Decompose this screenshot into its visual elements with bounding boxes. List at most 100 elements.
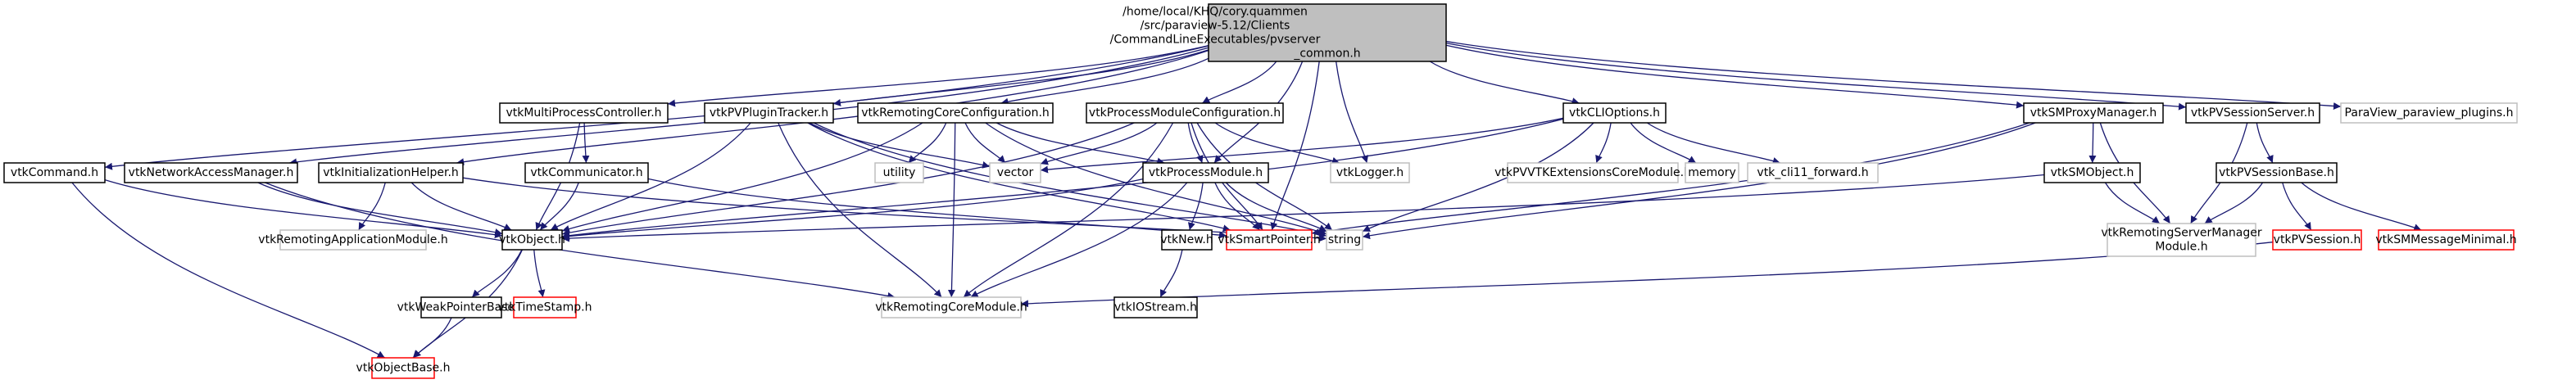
- node-box: [1507, 162, 1679, 183]
- node-new[interactable]: vtkNew.h: [1160, 229, 1213, 251]
- node-pvs: vtkPVSession.h: [2272, 229, 2362, 251]
- edge-nam-to-obj: [257, 182, 503, 236]
- edge-pm-to-rcm: [970, 182, 1188, 298]
- node-label: _common.h: [1293, 47, 1360, 61]
- node-cli[interactable]: vtkCLIOptions.h: [1562, 102, 1667, 124]
- edge-ih-to-obj: [410, 182, 512, 231]
- node-label: Module.h: [2155, 241, 2207, 254]
- node-obj[interactable]: vtkObject.h: [499, 229, 565, 251]
- node-box: [3, 162, 106, 183]
- node-box: [1226, 229, 1313, 251]
- edge-rcc-to-string: [985, 122, 1327, 236]
- edge-rcc-to-vector: [964, 122, 1006, 164]
- node-label: vtkTimeStamp.h: [498, 301, 592, 314]
- node-label: vtkWeakPointerBase.h: [397, 301, 526, 314]
- node-box: [524, 162, 649, 183]
- edge-obj-to-wpb: [471, 249, 523, 298]
- node-root[interactable]: /home/local/KHQ/cory.quammen/src/paravie…: [1110, 3, 1447, 62]
- node-ios[interactable]: vtkIOStream.h: [1113, 296, 1198, 318]
- edge-pvss-to-pvsb: [2256, 122, 2274, 164]
- node-pvpt[interactable]: vtkPVPluginTracker.h: [704, 102, 834, 124]
- node-box: [2023, 102, 2164, 124]
- edge-pvpt-to-vector: [809, 122, 991, 169]
- node-wpb[interactable]: vtkWeakPointerBase.h: [397, 296, 526, 318]
- node-label: vtkPVSessionServer.h: [2191, 106, 2315, 120]
- node-label: vtkSMMessageMinimal.h: [2375, 233, 2516, 246]
- node-comm[interactable]: vtkCommunicator.h: [524, 162, 649, 183]
- node-label: vtkMultiProcessController.h: [506, 106, 661, 120]
- node-nam[interactable]: vtkNetworkAccessManager.h: [124, 162, 298, 183]
- node-label: vtkSmartPointer.h: [1218, 233, 1320, 246]
- edge-cmd-to-obj: [104, 179, 503, 239]
- edge-mpc-to-comm: [582, 122, 590, 164]
- edge-pvpt-to-rcm: [778, 122, 942, 298]
- node-logger: vtkLogger.h: [1330, 162, 1410, 183]
- node-label: vtkRemotingServerManager: [2101, 227, 2261, 240]
- node-smobj[interactable]: vtkSMObject.h: [2043, 162, 2141, 183]
- edge-rcc-to-obj: [561, 122, 923, 233]
- node-label: vtkProcessModuleConfiguration.h: [1089, 106, 1281, 120]
- edge-cli-to-obj: [561, 118, 1564, 240]
- edge-ih-to-ram: [358, 182, 386, 231]
- node-box: [2215, 162, 2338, 183]
- node-box: [1685, 162, 1739, 183]
- node-label: memory: [1688, 166, 1736, 179]
- edge-pmc-to-obj: [561, 122, 1135, 237]
- edge-smobj-to-obj: [561, 174, 2045, 242]
- edge-pvsb-to-smmm: [2301, 182, 2422, 231]
- node-smpm[interactable]: vtkSMProxyManager.h: [2023, 102, 2164, 124]
- edge-root-to-rcc: [1000, 57, 1209, 106]
- node-label: string: [1328, 233, 1361, 246]
- node-label: ParaView_paraview_plugins.h: [2345, 106, 2514, 120]
- nodes-layer: /home/local/KHQ/cory.quammen/src/paravie…: [3, 3, 2518, 379]
- edge-smpm-to-sp: [1311, 122, 2030, 237]
- node-box: [857, 102, 1054, 124]
- node-box: [2378, 229, 2515, 251]
- node-label: /CommandLineExecutables/pvserver: [1110, 34, 1321, 47]
- edge-root-to-logger: [1335, 61, 1369, 164]
- node-pvsb[interactable]: vtkPVSessionBase.h: [2215, 162, 2338, 183]
- edge-pvss-to-rsmm: [2190, 122, 2248, 224]
- edge-pmc-to-rcm: [963, 122, 1174, 298]
- node-cmd[interactable]: vtkCommand.h: [3, 162, 106, 183]
- edge-root-to-cli: [1429, 61, 1580, 105]
- node-box: [1086, 102, 1284, 124]
- node-box: [318, 162, 464, 183]
- node-vector: vector: [989, 162, 1041, 183]
- node-box: [2272, 229, 2362, 251]
- edge-pm-to-obj: [561, 178, 1144, 240]
- edge-cli-to-cli11: [1646, 122, 1780, 165]
- node-pmc[interactable]: vtkProcessModuleConfiguration.h: [1086, 102, 1284, 124]
- edge-pm-to-sp: [1214, 182, 1261, 231]
- edge-pmc-to-vector: [1040, 122, 1158, 165]
- node-rcc[interactable]: vtkRemotingCoreConfiguration.h: [857, 102, 1054, 124]
- edge-pvsb-to-rsmm: [2204, 182, 2264, 224]
- edge-smpm-to-string: [1362, 122, 2036, 240]
- node-box: [874, 162, 924, 183]
- node-label: vtkObject.h: [499, 233, 565, 246]
- node-sp: vtkSmartPointer.h: [1218, 229, 1321, 251]
- node-box: [1747, 162, 1879, 183]
- edge-cli-to-vector: [1040, 117, 1564, 174]
- node-label: vtkNew.h: [1160, 233, 1213, 246]
- node-mpc[interactable]: vtkMultiProcessController.h: [499, 102, 669, 124]
- node-label: vtkRemotingCoreConfiguration.h: [861, 106, 1050, 120]
- node-label: vtkSMProxyManager.h: [2030, 106, 2157, 120]
- edge-cli-to-memory: [1630, 122, 1697, 164]
- node-label: vector: [997, 166, 1034, 179]
- node-label: vtkRemotingApplicationModule.h: [258, 233, 447, 246]
- node-label: vtkPVPluginTracker.h: [710, 106, 828, 120]
- node-box: [1161, 229, 1213, 251]
- edge-cmd-to-objbase: [71, 182, 386, 359]
- edge-pvpt-to-sp: [807, 122, 1231, 233]
- edge-root-to-pm: [1213, 61, 1304, 164]
- node-pm[interactable]: vtkProcessModule.h: [1142, 162, 1269, 183]
- node-ih[interactable]: vtkInitializationHelper.h: [318, 162, 464, 183]
- edge-rcc-to-pm: [995, 122, 1165, 165]
- node-ts: vtkTimeStamp.h: [498, 296, 592, 318]
- node-ram: vtkRemotingApplicationModule.h: [258, 229, 448, 251]
- node-pvss[interactable]: vtkPVSessionServer.h: [2185, 102, 2320, 124]
- node-label: vtkIOStream.h: [1114, 301, 1197, 314]
